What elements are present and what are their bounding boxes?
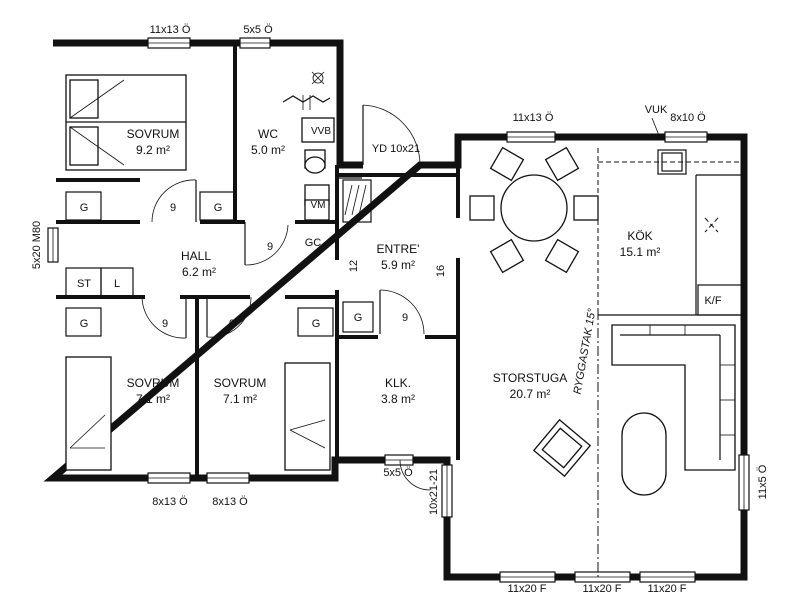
label-door-9-a: 9 <box>170 202 176 214</box>
window-label-entry: 5x5 Ö <box>383 467 413 479</box>
label-vuk: VUK <box>645 104 668 116</box>
double-bed <box>65 74 187 171</box>
window-label-bottom-4: 11x20 F <box>583 583 622 595</box>
label-vvb: VVB <box>311 126 331 137</box>
room-name-hall: HALL <box>181 249 211 263</box>
entre-wardrobe <box>342 179 374 333</box>
room-name-kok: KÖK <box>627 229 652 243</box>
door-swings <box>141 104 431 491</box>
room-area-wc: 5.0 m² <box>251 143 285 157</box>
wc-fixtures <box>282 71 335 221</box>
label-kf: K/F <box>704 295 721 307</box>
room-name-wc: WC <box>258 127 278 141</box>
window-label-top-3: 11x13 Ö <box>513 112 554 124</box>
window-label-bottom-2: 8x13 Ö <box>212 496 248 508</box>
window-labels: 11x13 Ö 5x5 Ö 11x13 Ö 8x10 Ö 8x13 Ö 8x13… <box>31 24 769 595</box>
label-g-4: G <box>312 318 321 330</box>
label-12: 12 <box>348 260 360 272</box>
label-vm: VM <box>311 200 326 211</box>
windows <box>47 37 750 583</box>
label-g-5: G <box>354 312 363 324</box>
bed-right <box>284 362 331 471</box>
label-st: ST <box>77 278 91 290</box>
label-door-9-c: 9 <box>162 318 168 330</box>
label-g-3: G <box>80 318 89 330</box>
room-labels: SOVRUM 9.2 m² WC 5.0 m² HALL 6.2 m² ENTR… <box>127 127 661 406</box>
door-label-side: 10x21-21 <box>428 469 440 515</box>
label-door-9-d: 9 <box>229 318 235 330</box>
label-16: 16 <box>435 265 447 277</box>
interior-walls <box>56 43 460 475</box>
window-label-right: 11x5 Ö <box>757 464 769 499</box>
window-label-left: 5x20 M80 <box>31 221 43 269</box>
label-door-9-b: 9 <box>267 241 273 253</box>
window-label-bottom-5: 11x20 F <box>648 583 687 595</box>
room-area-storstuga: 20.7 m² <box>510 387 551 401</box>
room-name-sovrum-top: SOVRUM <box>127 127 180 141</box>
room-area-sovrum-mid: 7.1 m² <box>223 392 257 406</box>
room-area-kok: 15.1 m² <box>620 245 661 259</box>
label-yd: YD 10x21 <box>372 143 420 155</box>
window-label-bottom-3: 11x20 F <box>508 583 547 595</box>
armchair <box>532 418 592 478</box>
sofa <box>611 324 736 471</box>
room-name-sovrum-left: SOVRUM <box>127 376 180 390</box>
room-name-sovrum-mid: SOVRUM <box>214 376 267 390</box>
label-l: L <box>114 278 120 290</box>
room-name-storstuga: STORSTUGA <box>493 371 567 385</box>
storage-g-top <box>65 191 236 221</box>
kitchen-fixtures <box>597 117 743 316</box>
window-label-top-4: 8x10 Ö <box>670 112 706 124</box>
room-area-hall: 6.2 m² <box>182 265 216 279</box>
label-g-2: G <box>214 202 223 214</box>
window-label-top-2: 5x5 Ö <box>243 24 273 36</box>
storage-g-bottom <box>65 307 334 337</box>
hall-storage <box>65 267 134 297</box>
bed-left <box>65 356 112 471</box>
label-g-1: G <box>80 202 89 214</box>
room-area-sovrum-left: 7.1 m² <box>136 392 170 406</box>
coffee-table <box>621 412 667 496</box>
label-gc: GC <box>305 237 322 249</box>
room-area-klk: 3.8 m² <box>381 392 415 406</box>
label-door-9-e: 9 <box>402 312 408 324</box>
room-name-entre: ENTRE' <box>377 242 420 256</box>
room-area-entre: 5.9 m² <box>381 258 415 272</box>
room-name-klk: KLK. <box>385 376 411 390</box>
window-label-top-1: 11x13 Ö <box>150 24 191 36</box>
room-area-sovrum-top: 9.2 m² <box>136 143 170 157</box>
label-ryggastak: RYGGASTAK 15° <box>572 307 599 395</box>
window-label-bottom-1: 8x13 Ö <box>152 496 188 508</box>
dining-set <box>469 146 599 274</box>
